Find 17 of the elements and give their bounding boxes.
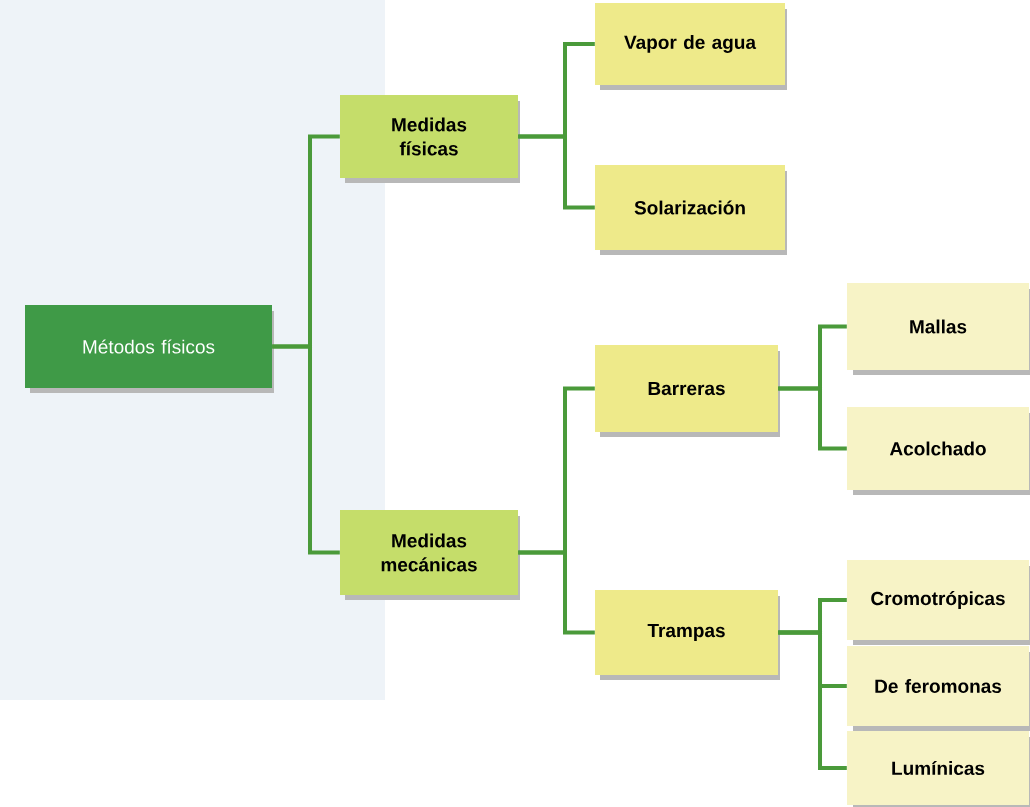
category-box: Lumínicas [847,731,1030,807]
category-box: Acolchado [847,407,1030,495]
category-box: Mallas [847,283,1030,375]
category-box: Medidas físicas [340,95,520,183]
connector-line [518,550,595,635]
connector-line [272,344,340,555]
category-box: Medidas mecánicas [340,510,520,600]
category-box: Vapor de agua [595,3,787,90]
category-box: De feromonas [847,646,1030,731]
root-box: Métodos físicos [25,305,274,393]
category-box: Trampas [595,590,780,680]
connector-line [778,630,847,770]
category-box: Barreras [595,345,780,437]
category-box: Cromotrópicas [847,560,1030,645]
connector-line [518,134,595,210]
category-box: Solarización [595,165,787,255]
connector-line [778,386,847,451]
